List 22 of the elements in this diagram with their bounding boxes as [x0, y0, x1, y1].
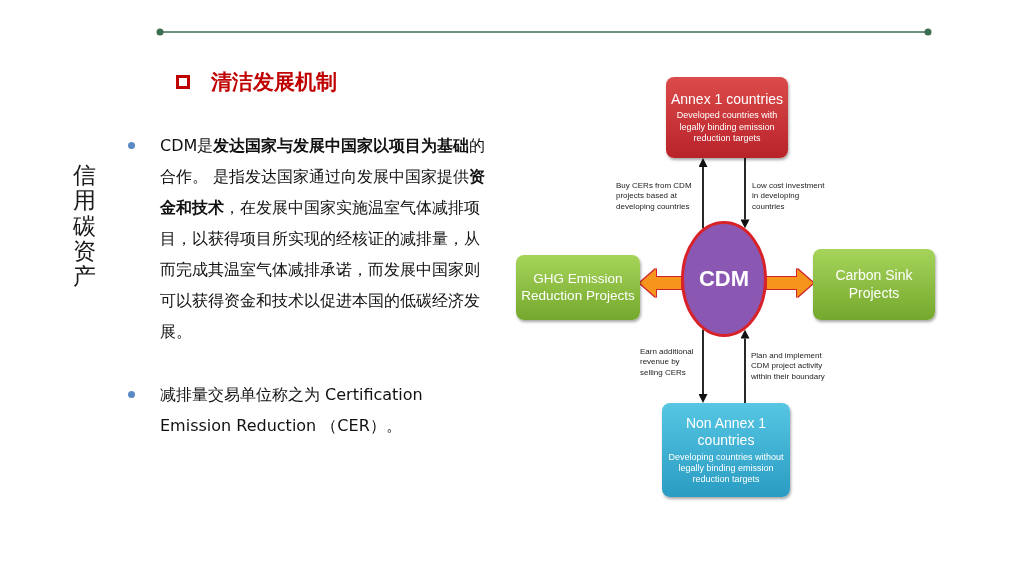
block-arrow — [766, 269, 813, 297]
node-description: Developed countries with legally binding emission reduction targets — [675, 110, 779, 145]
node-title: Carbon Sink Projects — [834, 267, 914, 302]
bullet-text: CDM是发达国家与发展中国家以项目为基础的合作。 是指发达国家通过向发展中国家提供资金和技术，在发展中国家实施温室气体减排项目，以获得项目所实现的经核证的减排量，从而完成其温室气体减排承诺，而发展中国家则可以获得资金和技术以促进本国的低碳经济发展。 — [160, 135, 487, 343]
node-title: Non Annex 1 countries — [684, 414, 768, 450]
arrow — [698, 158, 708, 230]
node-title: Annex 1 countries — [670, 90, 784, 109]
arrow — [698, 328, 708, 403]
node-description: Developing countries without legally binding emission reduction targets — [667, 451, 785, 486]
section-label: 信用碳资产 — [73, 163, 96, 290]
node-title: CDM — [698, 265, 750, 293]
slide-title: 清洁发展机制 — [211, 69, 337, 96]
arrow — [740, 157, 750, 229]
ellipse-node — [681, 221, 767, 337]
block-arrow — [640, 269, 682, 297]
bullet-text: 减排量交易单位称之为 Certification Emission Reduction （CER）。 — [160, 384, 424, 437]
process-box — [813, 249, 935, 320]
node-title: GHG Emission Reduction Projects — [520, 270, 636, 305]
process-box — [516, 255, 640, 320]
process-box — [662, 403, 790, 497]
process-box — [666, 77, 788, 158]
arrow — [740, 329, 750, 404]
